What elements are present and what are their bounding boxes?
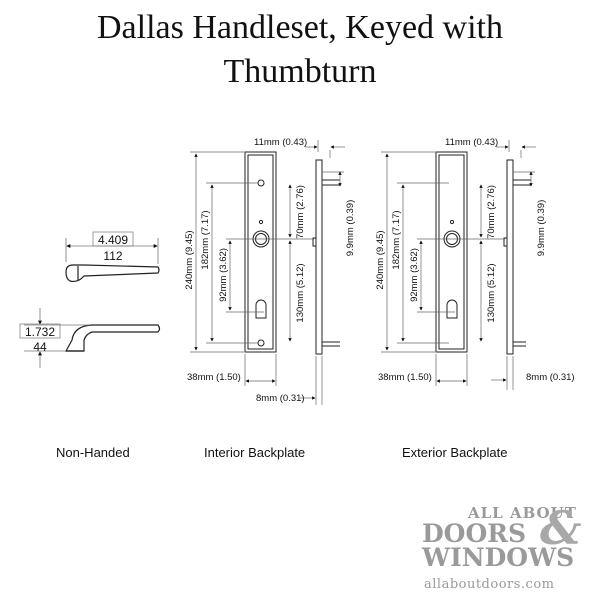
logo-line-3: WINDOWS	[421, 543, 574, 572]
title-line-1: Dallas Handleset, Keyed with	[97, 9, 503, 46]
exterior-dim-middle-span: 92mm (3.62)	[409, 248, 420, 302]
interior-dim-lower-span: 130mm (5.12)	[295, 263, 306, 322]
lever-dimension-lines	[24, 238, 159, 368]
interior-plate-front	[244, 151, 277, 353]
exterior-plate-side	[506, 159, 514, 355]
interior-backplate: 11mm (0.43) 240mm (9.45) 182mm (7.17) 92…	[184, 137, 356, 405]
interior-dim-top-offset: 11mm (0.43)	[254, 137, 307, 148]
caption-non-handed: Non-Handed	[56, 445, 130, 460]
lever-height-inch-box	[19, 323, 61, 339]
interior-dim-upper-span: 182mm (7.17)	[200, 210, 211, 269]
brand-logo: ALL ABOUT DOORS & WINDOWS allaboutdoors.…	[421, 501, 582, 592]
title-line-2: Thumbturn	[223, 53, 377, 90]
exterior-backplate: 11mm (0.43) 240mm (9.45) 182mm (7.17) 92…	[375, 137, 575, 390]
interior-dim-width: 38mm (1.50)	[187, 372, 241, 383]
exterior-dim-total-height: 240mm (9.45)	[375, 230, 386, 289]
lever-length-inch-box	[92, 231, 134, 247]
exterior-cylinder-cutout	[446, 299, 458, 319]
interior-dim-middle-span: 92mm (3.62)	[218, 248, 229, 302]
interior-dim-upper-spindle: 70mm (2.76)	[295, 185, 306, 239]
page-title: Dallas Handleset, Keyed with Thumbturn	[0, 6, 600, 94]
interior-dim-side-projection: 9.9mm (0.39)	[345, 200, 356, 257]
interior-cylinder-cutout	[255, 299, 267, 319]
lever-height-inch: 1.732	[25, 325, 55, 339]
logo-line-2: DOORS	[422, 519, 526, 548]
exterior-dim-upper-span: 182mm (7.17)	[391, 210, 402, 269]
lever-height-mm: 44	[33, 340, 47, 354]
logo-url: allaboutdoors.com	[424, 577, 555, 592]
exterior-small-hole	[449, 219, 455, 225]
lever-length-mm: 112	[103, 249, 122, 263]
logo-line-1: ALL ABOUT	[467, 504, 577, 522]
interior-plate-side	[315, 159, 323, 355]
exterior-dim-depth: 8mm (0.31)	[526, 372, 575, 383]
interior-dim-depth: 8mm (0.31)	[256, 393, 305, 404]
lever-drawing	[64, 264, 161, 352]
caption-interior-backplate: Interior Backplate	[204, 445, 306, 460]
interior-small-hole	[258, 219, 264, 225]
exterior-dim-width: 38mm (1.50)	[378, 372, 432, 383]
lever-length-inch: 4.409	[98, 233, 128, 247]
exterior-dim-side-projection: 9.9mm (0.39)	[536, 200, 547, 257]
logo-ampersand: &	[540, 501, 582, 555]
exterior-dim-top-offset: 11mm (0.43)	[445, 137, 498, 148]
exterior-dim-lower-span: 130mm (5.12)	[486, 263, 497, 322]
exterior-dim-upper-spindle: 70mm (2.76)	[486, 185, 497, 239]
interior-dim-total-height: 240mm (9.45)	[184, 230, 195, 289]
exterior-plate-front	[435, 151, 468, 353]
caption-exterior-backplate: Exterior Backplate	[402, 445, 508, 460]
